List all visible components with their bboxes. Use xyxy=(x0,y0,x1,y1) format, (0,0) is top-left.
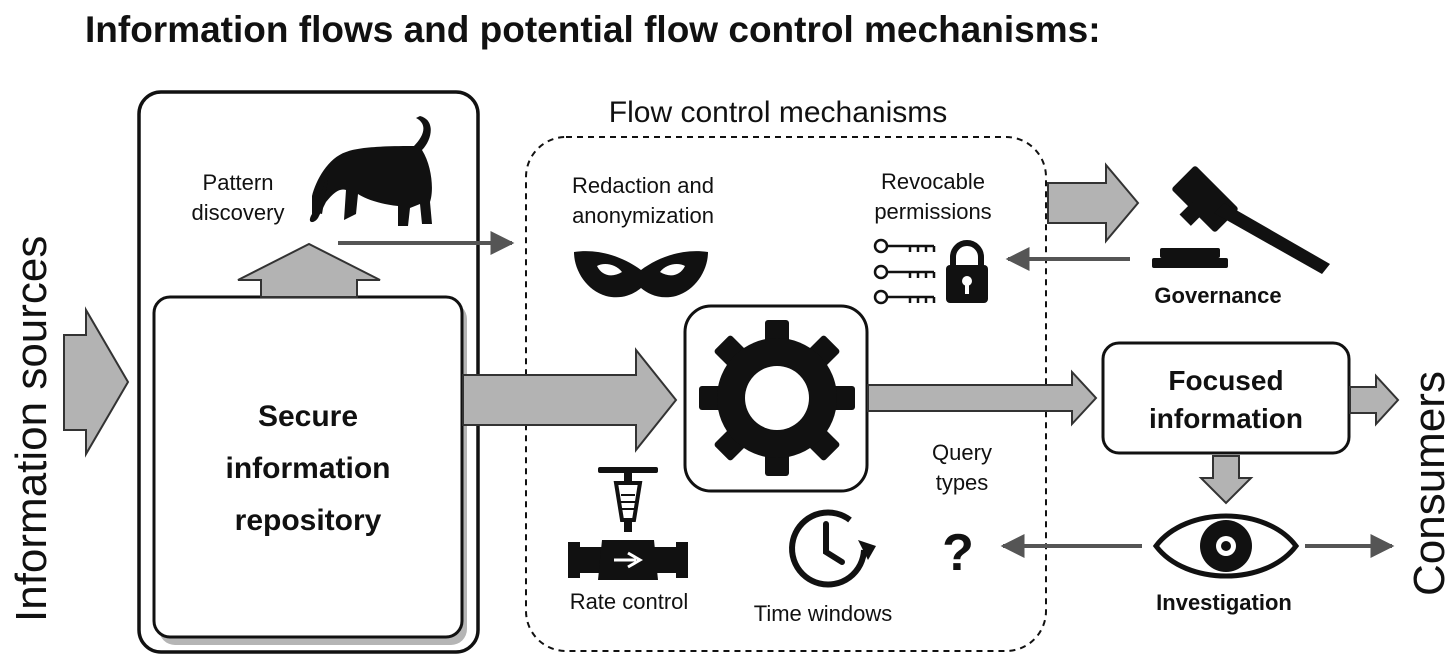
governance-label: Governance xyxy=(1154,283,1281,308)
pattern-discovery-line-1: Pattern xyxy=(203,170,274,195)
gavel-icon xyxy=(1152,166,1330,274)
pattern-discovery-line-2: discovery xyxy=(192,200,285,225)
focused-line-2: information xyxy=(1149,403,1303,434)
repository-line-2: information xyxy=(226,452,391,485)
padlock-icon xyxy=(946,240,988,303)
redaction-line-1: Redaction and xyxy=(572,173,714,198)
information-sources-label: Information sources xyxy=(7,236,56,622)
gear-to-focused-arrow xyxy=(867,369,1098,427)
sources-input-arrow xyxy=(63,306,130,458)
query-line-2: types xyxy=(936,470,989,495)
focused-information-box xyxy=(1101,341,1351,455)
redaction-line-2: anonymization xyxy=(572,203,714,228)
diagram-title: Information flows and potential flow con… xyxy=(85,9,1101,50)
consumers-label: Consumers xyxy=(1405,371,1454,596)
to-governance-arrow xyxy=(1047,162,1140,244)
eye-icon xyxy=(1152,513,1300,579)
focused-to-investigation-arrow xyxy=(1198,455,1254,505)
repository-up-arrow xyxy=(237,242,381,298)
flow-control-title: Flow control mechanisms xyxy=(609,96,947,129)
query-line-1: Query xyxy=(932,440,992,465)
mask-icon xyxy=(574,251,708,298)
time-windows-label: Time windows xyxy=(754,601,893,626)
revocable-line-1: Revocable xyxy=(881,169,985,194)
revocable-line-2: permissions xyxy=(874,199,991,224)
focused-to-consumers-arrow xyxy=(1349,373,1400,427)
focused-line-1: Focused xyxy=(1168,365,1283,396)
keys-icon xyxy=(873,238,936,305)
valve-icon xyxy=(568,467,688,580)
repository-line-1: Secure xyxy=(258,400,358,433)
gear-icon xyxy=(699,320,855,476)
investigation-label: Investigation xyxy=(1156,590,1292,615)
dog-icon xyxy=(309,116,432,226)
repository-to-gear-arrow xyxy=(462,347,678,453)
question-mark-icon: ? xyxy=(942,524,974,582)
rate-control-label: Rate control xyxy=(570,589,689,614)
repository-line-3: repository xyxy=(235,504,382,537)
clock-icon xyxy=(789,509,876,588)
